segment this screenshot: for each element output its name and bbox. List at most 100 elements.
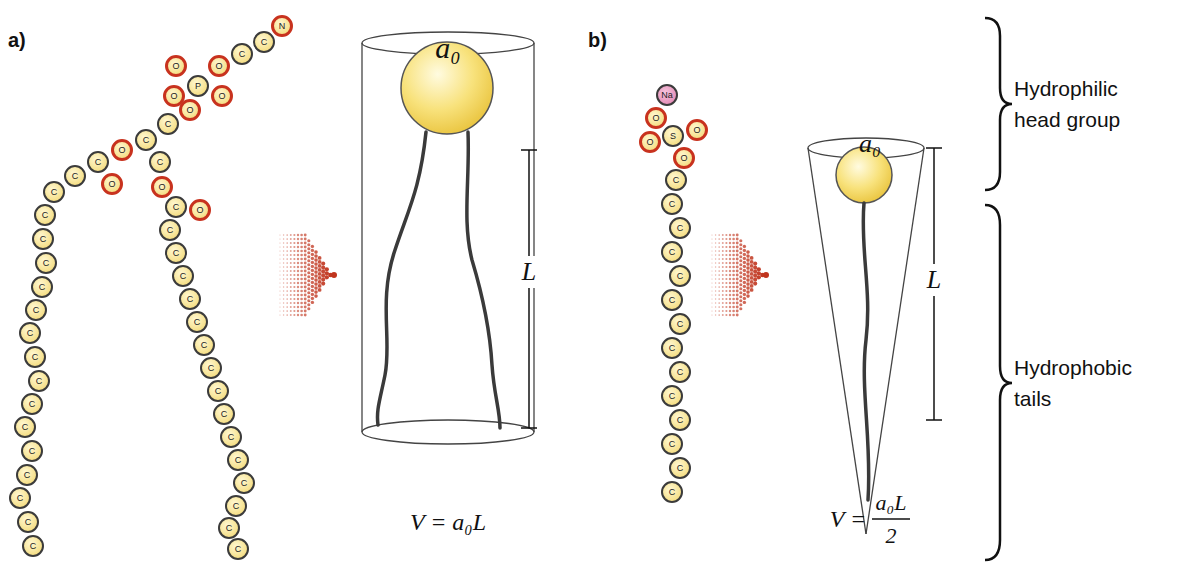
- atom-circle: S: [662, 125, 684, 147]
- arrow-dot: [725, 262, 727, 264]
- arrow-dot: [297, 314, 299, 316]
- arrow-dot: [711, 274, 712, 275]
- arrow-dot: [715, 238, 716, 239]
- arrow-dot: [746, 258, 750, 262]
- arrow-dot: [725, 298, 727, 300]
- arrow-dot: [279, 254, 280, 255]
- atom-circle: C: [28, 370, 50, 392]
- arrow-dot: [286, 250, 288, 252]
- arrow-dot: [715, 278, 716, 279]
- atom-circle: C: [665, 169, 687, 191]
- arrow-dot: [750, 264, 754, 268]
- arrow-dot: [307, 243, 310, 246]
- fraction-numerator: a₀L: [876, 491, 907, 515]
- arrow-dot: [715, 302, 716, 303]
- atom-symbol: C: [143, 136, 150, 145]
- arrow-dot: [732, 310, 735, 313]
- arrow-dot: [290, 302, 292, 304]
- atom-circle: C: [43, 181, 65, 203]
- arrow-dot: [314, 286, 318, 290]
- arrow-dot: [739, 299, 742, 302]
- atom-circle: C: [64, 165, 86, 187]
- arrow-dot: [725, 234, 727, 236]
- atom-symbol: C: [27, 329, 34, 338]
- arrow-dot: [736, 314, 739, 317]
- arrow-dot: [715, 298, 716, 299]
- arrow-dot: [715, 254, 716, 255]
- atom-circle: C: [21, 440, 43, 462]
- arrow-dot: [722, 282, 724, 284]
- atom-symbol: C: [194, 318, 201, 327]
- arrow-dot: [290, 294, 292, 296]
- arrow-dot: [300, 314, 303, 317]
- tails: [377, 132, 500, 428]
- volume-formula: V = a₀L: [410, 509, 486, 535]
- arrow-dot: [725, 246, 727, 248]
- arrow-dot: [279, 262, 280, 263]
- arrow-dot: [718, 270, 720, 272]
- atom-symbol: C: [673, 176, 680, 185]
- arrow-dot: [297, 254, 299, 256]
- arrow-dot: [307, 255, 310, 258]
- atom-symbol: C: [36, 377, 43, 386]
- atom-circle: C: [661, 385, 683, 407]
- arrow-dot: [283, 302, 284, 303]
- arrow-dot: [318, 284, 322, 288]
- arrow-dot: [290, 258, 292, 260]
- arrow-dot: [750, 256, 754, 260]
- arrow-dot: [729, 302, 731, 304]
- arrow-dot: [293, 290, 295, 292]
- arrow-dot: [715, 294, 716, 295]
- arrow-dot: [293, 258, 295, 260]
- arrow-dot: [732, 278, 735, 281]
- arrow-dot: [743, 301, 746, 304]
- atom-symbol: O: [680, 154, 687, 163]
- atom-symbol: C: [241, 479, 248, 488]
- atom-symbol: C: [677, 368, 684, 377]
- arrow-dot: [311, 277, 314, 280]
- arrow-dot: [757, 267, 761, 271]
- arrow-dot: [307, 275, 310, 278]
- arrow-dot: [325, 267, 329, 271]
- arrow-dot: [307, 291, 310, 294]
- arrow-dot: [304, 258, 307, 261]
- arrow-dot: [293, 310, 295, 312]
- arrow-dot: [725, 242, 727, 244]
- arrow-dot: [729, 286, 731, 288]
- arrow-dot: [736, 286, 739, 289]
- atom-symbol: O: [118, 146, 125, 155]
- atom-circle: C: [24, 346, 46, 368]
- arrow-dot: [750, 284, 754, 288]
- arrow-dot: [290, 314, 292, 316]
- arrow-dot: [729, 282, 731, 284]
- atom-circle: O: [645, 107, 667, 129]
- atom-symbol: C: [208, 364, 215, 373]
- arrow-dot: [736, 306, 739, 309]
- arrow-dot: [736, 242, 739, 245]
- arrow-dot: [729, 274, 731, 276]
- arrow-dot: [311, 273, 314, 276]
- atom-symbol: C: [42, 211, 49, 220]
- arrow-dot: [300, 254, 303, 257]
- arrow-dot: [729, 306, 731, 308]
- atom-circle: C: [661, 433, 683, 455]
- arrow-dot: [711, 266, 712, 267]
- atom-circle: O: [189, 199, 211, 221]
- arrow-dot: [715, 306, 716, 307]
- arrow-dot: [318, 256, 322, 260]
- arrow-dot: [718, 286, 720, 288]
- arrow-dot: [715, 250, 716, 251]
- arrow-dot: [279, 314, 280, 315]
- arrow-dot: [715, 266, 716, 267]
- arrow-dot: [286, 234, 288, 236]
- arrow-dot: [290, 246, 292, 248]
- arrow-dot: [304, 234, 307, 237]
- atom-symbol: C: [25, 518, 32, 527]
- arrow-dot: [718, 250, 720, 252]
- arrow-dot: [293, 238, 295, 240]
- fraction-bar: [872, 518, 910, 519]
- arrow-dot: [304, 250, 307, 253]
- atom-circle: C: [207, 380, 229, 402]
- atom-symbol: Na: [661, 91, 673, 100]
- atom-circle: C: [34, 204, 56, 226]
